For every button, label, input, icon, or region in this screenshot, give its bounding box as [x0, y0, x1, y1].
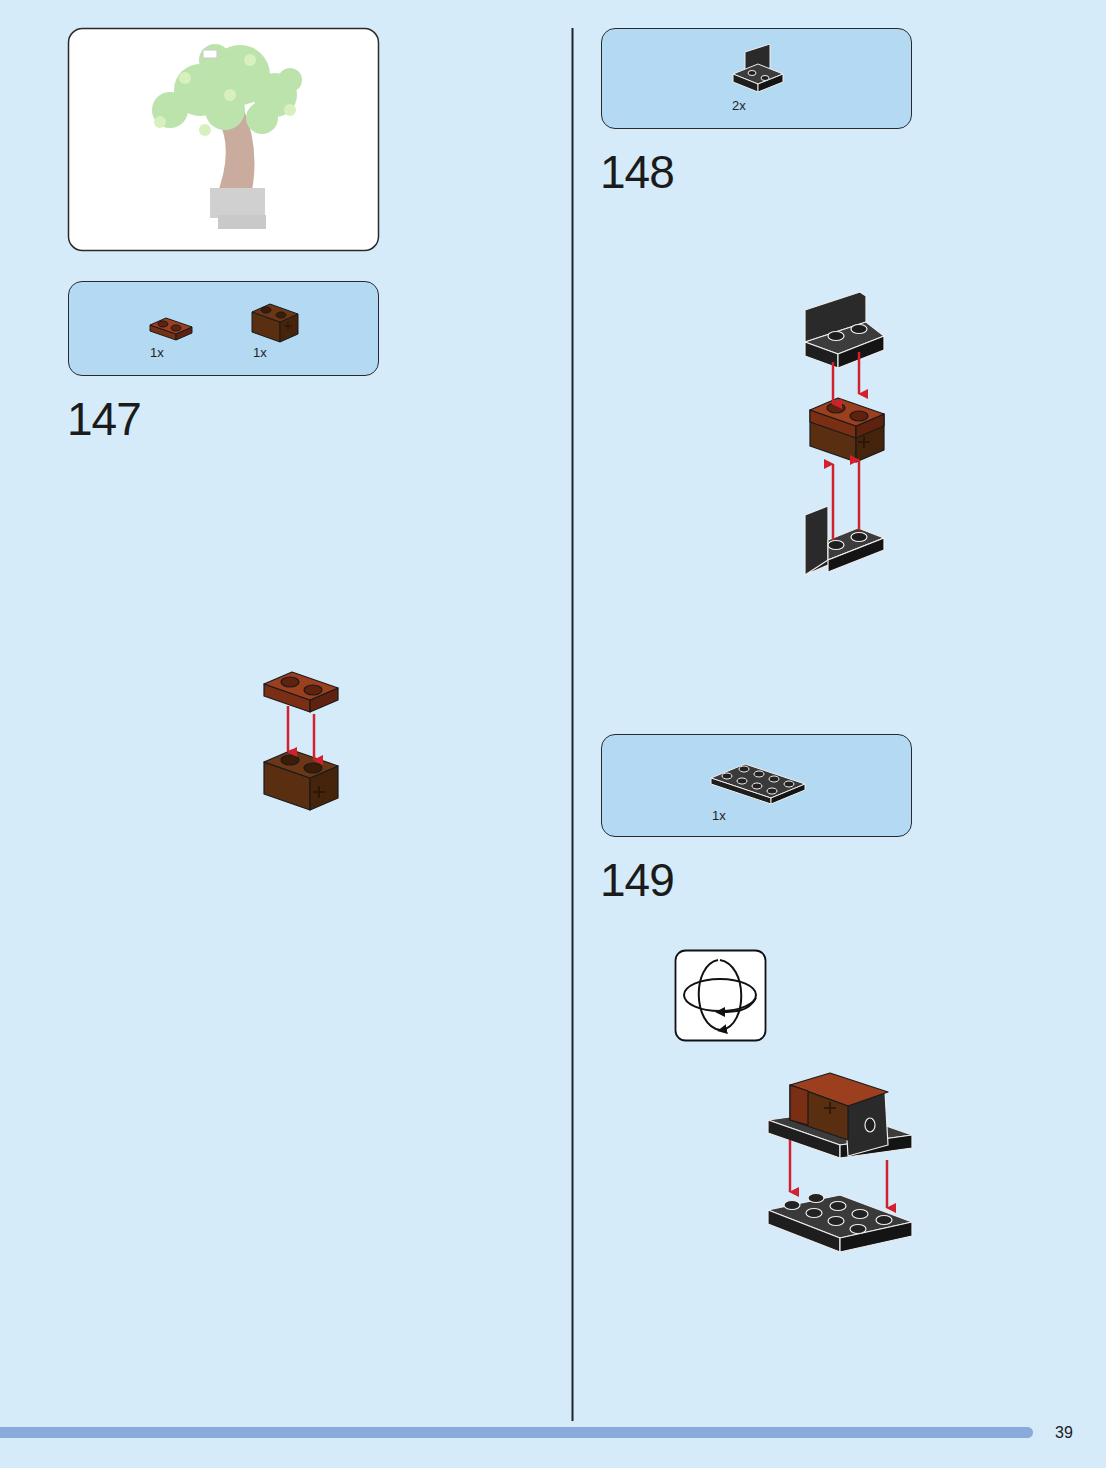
brick-1x2-icon: [252, 304, 298, 342]
tree-preview: [152, 44, 302, 229]
rotate-icon: [676, 951, 766, 1041]
assembly-arrow: [833, 352, 859, 540]
parts-box: 1x 1x: [68, 281, 379, 376]
part-count: 1x: [150, 346, 164, 359]
parts-box: 1x: [601, 734, 912, 837]
plate-1x2-icon: [150, 318, 192, 340]
assembly-arrow: [790, 1140, 887, 1208]
step-number: 148: [600, 149, 674, 195]
plate-2x4: [768, 1194, 912, 1253]
page-number: 39: [1055, 1425, 1073, 1441]
bracket-icon: [733, 44, 783, 92]
step-148-art: [805, 506, 884, 575]
assembly-arrow: [288, 706, 314, 760]
footer-bar: [0, 1427, 1033, 1438]
brick-assembly: [810, 398, 884, 462]
step-number: 147: [67, 396, 141, 442]
column-divider: [572, 28, 574, 1421]
parts-box: 2x: [601, 28, 912, 129]
parts-box-fill: [69, 282, 379, 376]
parts-box-fill: [602, 29, 912, 129]
step-148-art: [805, 292, 884, 368]
step-147-art: [264, 672, 338, 810]
part-count: 1x: [253, 346, 267, 359]
rotate-icon: [684, 960, 756, 1030]
preview-panel: [69, 29, 379, 251]
part-count: 1x: [712, 809, 726, 822]
plate-2x4-icon: [711, 764, 805, 804]
step-number: 149: [600, 857, 674, 903]
parts-box-fill: [602, 735, 912, 837]
part-count: 2x: [732, 99, 746, 112]
